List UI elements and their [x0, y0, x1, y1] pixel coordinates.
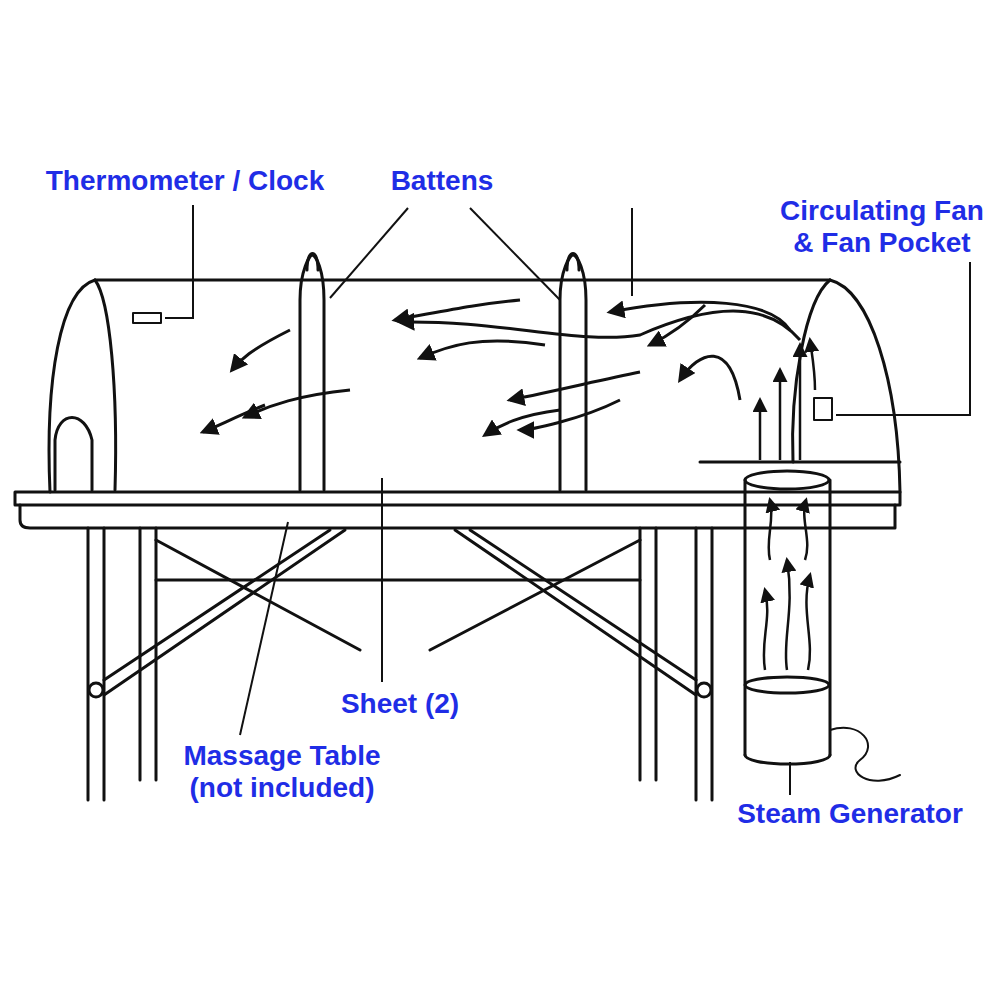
table-leg	[88, 528, 104, 800]
table-shelf	[700, 461, 900, 464]
thermometer	[133, 313, 161, 323]
batten-loop	[567, 254, 579, 271]
table-brace	[156, 579, 640, 582]
leader-line	[165, 205, 970, 795]
table-top	[15, 492, 900, 505]
steam-generator-body	[745, 480, 830, 755]
air-flow	[203, 300, 800, 435]
tent-top	[95, 279, 830, 282]
power-cord	[830, 728, 900, 781]
tent-right-inner	[793, 280, 830, 462]
part-label: Thermometer / Clock	[25, 165, 345, 197]
part-label: Sheet (2)	[320, 688, 480, 720]
fan-pocket	[814, 398, 832, 420]
table-leg	[640, 528, 656, 780]
access-hole	[55, 418, 92, 491]
batten	[300, 255, 324, 490]
part-label: Steam Generator	[710, 798, 990, 830]
tent-right-end	[830, 280, 900, 492]
table-brace	[430, 530, 696, 695]
hinge	[697, 683, 711, 697]
steam-generator-base	[745, 755, 830, 764]
tent-left-inner	[95, 280, 116, 490]
batten-loop	[307, 254, 318, 271]
part-label: Battens	[372, 165, 512, 197]
part-label: Circulating Fan & Fan Pocket	[768, 195, 996, 259]
part-label: Massage Table (not included)	[165, 740, 399, 804]
table-leg	[696, 528, 712, 800]
steam-port	[745, 471, 829, 489]
tent-left-end	[49, 280, 95, 492]
batten	[560, 255, 586, 490]
hinge	[89, 683, 103, 697]
steam-generator-band	[745, 677, 829, 693]
table-rail	[20, 505, 895, 528]
table-brace	[104, 530, 360, 695]
steam-flow	[760, 340, 815, 670]
